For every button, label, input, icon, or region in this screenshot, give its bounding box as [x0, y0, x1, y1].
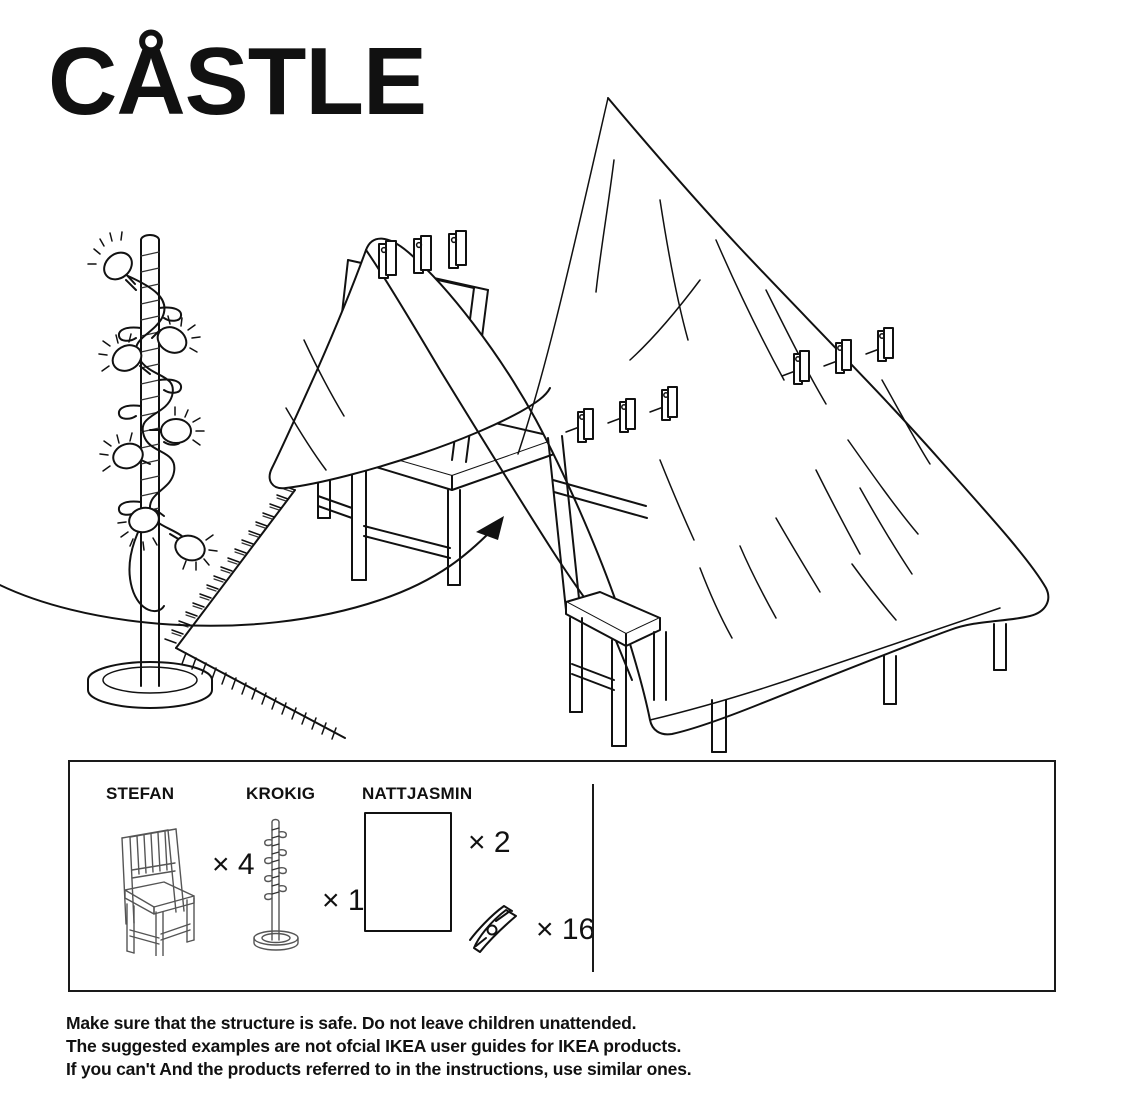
clothespin-icon	[661, 386, 678, 421]
part-nattjasmin: NATTJASMIN × 2	[362, 784, 595, 953]
chair-legs-under-sheet	[711, 623, 1007, 753]
bed-sheet-icon	[364, 812, 452, 932]
parts-list-box: STEFAN	[68, 760, 1056, 992]
clothespin-icon	[793, 350, 810, 385]
clothespin-icon	[413, 235, 432, 274]
direction-arrow-icon	[0, 516, 504, 627]
part-label-stefan: STEFAN	[106, 784, 175, 803]
part-label-krokig: KROKIG	[246, 784, 316, 803]
rug-illustration	[164, 485, 560, 740]
footer-disclaimer: Make sure that the structure is safe. Do…	[66, 1012, 1016, 1081]
coat-rack-icon	[253, 818, 299, 951]
clothespin-icon	[619, 398, 636, 433]
clothespin-icon	[469, 905, 517, 953]
coat-rack-with-lights-illustration	[87, 231, 218, 709]
parts-group-furniture: STEFAN	[70, 762, 595, 990]
page-title: CÅSTLE	[48, 28, 427, 135]
main-illustration	[0, 40, 1125, 760]
chair-icon	[121, 828, 195, 956]
footer-line-1: Make sure that the structure is safe. Do…	[66, 1013, 637, 1033]
clothespin-icon	[448, 230, 467, 269]
clothespin-icon	[877, 327, 894, 362]
parts-group-accessories: BLÖTSNÖ	[592, 762, 1054, 990]
part-krokig: KROKIG	[246, 784, 396, 952]
chair-illustration-front	[547, 435, 667, 747]
part-qty-krokig: × 1	[322, 884, 365, 917]
part-qty-stefan: × 4	[212, 848, 255, 881]
clothespin-icon	[835, 339, 852, 374]
part-stefan: STEFAN	[106, 784, 281, 956]
clothespin-group-ridge	[378, 230, 467, 279]
parts-group-divider	[592, 784, 594, 972]
clothespin-icon	[577, 408, 594, 443]
footer-line-2: The suggested examples are not ofcial IK…	[66, 1036, 682, 1056]
part-qty-nattjasmin: × 2	[468, 826, 511, 859]
part-qty-clothespin: × 16	[536, 913, 596, 946]
clothespin-group-middle	[565, 386, 678, 443]
light-bulb-group	[87, 231, 218, 571]
part-label-nattjasmin: NATTJASMIN	[362, 784, 473, 803]
clothespin-group-right	[781, 327, 894, 385]
clothespin-icon	[378, 240, 397, 279]
footer-line-3: If you can't And the products referred t…	[66, 1059, 692, 1079]
